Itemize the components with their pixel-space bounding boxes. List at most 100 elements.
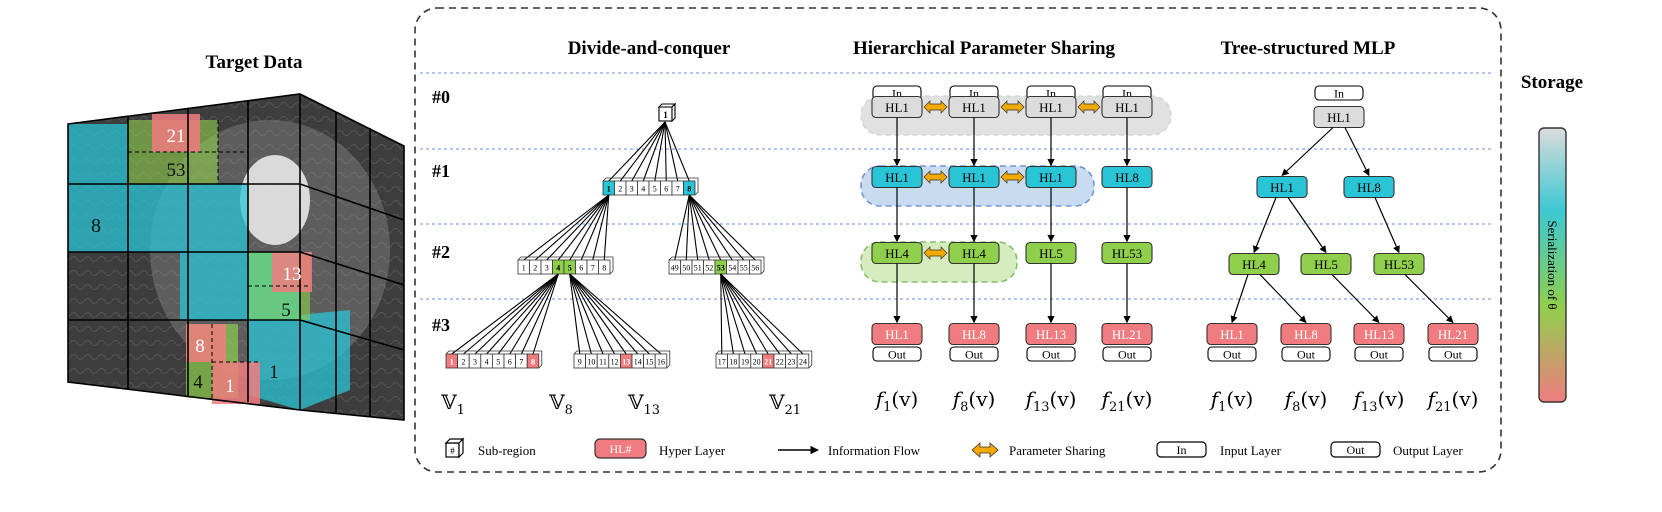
hyper-layer-level3: HL1 [871,322,923,346]
level-label: #3 [432,315,450,335]
cell-label: 1 [607,185,611,194]
tree-edge [1344,127,1370,177]
root-label: 1 [663,110,668,120]
cell-label: 19 [741,358,749,367]
tree-layer-level2: HL53 [1373,252,1425,276]
io-label: Out [1223,348,1242,362]
storage-bar-label: Serialization of θ [1545,220,1560,309]
function-label: f1(v) [1209,387,1254,415]
cell-row-edge [668,256,765,275]
hyper-layer-label: HL1 [1039,100,1063,115]
hyper-layer-box [1373,252,1425,276]
output-layer: Out [1102,346,1152,362]
hyper-layer-level3: HL21 [1101,322,1153,346]
cell-row-edge [517,256,614,275]
cell-label: 1 [450,358,454,367]
tree-edge [1259,274,1307,324]
tree-edge [720,273,723,355]
subregion-cell: 4 [480,353,493,369]
hyper-layer-box [1206,322,1258,346]
cell-label: 24 [799,358,807,367]
cell-label: 4 [641,185,645,194]
hyper-layer-box [1280,322,1332,346]
tree-layer-level2: HL4 [1228,252,1280,276]
sharing-network: InHL1HL1HL4HL1OutInHL1HL1HL4HL8OutInHL1H… [860,85,1172,415]
legend-hyper-label: Hyper Layer [659,443,726,458]
cell-box [796,353,810,369]
hyper-layer-label: HL53 [1112,246,1142,261]
subregion-cell: 6 [503,353,517,369]
cell-label: 6 [579,264,583,273]
subregion-cell: 53 [714,259,727,275]
subregion-cell: 3 [625,180,638,196]
tree-edge [592,194,610,261]
tree-edge [569,273,604,355]
tree-edge [474,273,559,355]
hyper-layer-label: HL4 [885,246,909,261]
tree-edge [720,273,804,355]
parameter-sharing-arrow [1077,100,1101,114]
hyper-layer-level0: HL1 [871,95,923,119]
tree-edge [654,121,666,182]
hyper-layer-level0: HL1 [1101,95,1153,119]
output-layer: Out [872,346,922,362]
hyper-layer-box [871,322,923,346]
legend-subregion-icon: # [450,446,455,456]
tree-edge [688,194,722,261]
subregion-cell: 1 [517,259,530,275]
subregion-cell: 4 [552,259,565,275]
cell-label: 13 [622,358,630,367]
hyper-layer-label: HL1 [885,327,909,342]
hyper-layer-box [1427,322,1479,346]
io-label: In [1046,87,1056,101]
io-label: In [892,87,902,101]
hyper-layer-level1: HL1 [948,165,1000,189]
subregion-cell: 11 [596,353,610,369]
cube-label: 4 [193,372,203,393]
legend-parameter-sharing: Parameter Sharing [971,442,1106,458]
io-label: Out [888,348,907,362]
hyper-layer-box [1256,175,1308,199]
tree-edge [1281,127,1334,176]
hyper-layer-box [1300,252,1352,276]
tree-edge [523,194,610,261]
cell-box [654,353,668,369]
cube-label: 5 [281,300,291,321]
volume-label: 𝕍13 [627,390,660,418]
subregion-cell: 3 [540,259,553,275]
cell-label: 4 [556,264,560,273]
subregion-cell: 7 [586,259,599,275]
tree-edge [569,273,650,355]
cell-label: 20 [753,358,761,367]
subregion-cell: 17 [715,353,729,369]
tree-edge [664,121,690,182]
hyper-layer-level1: HL8 [1101,165,1153,189]
subregion-cell: 22 [773,353,787,369]
subregion-cell: 6 [575,259,588,275]
subregion-cell: 2 [529,259,542,275]
cell-label: 51 [694,264,702,273]
tree-edge [569,273,662,355]
cell-label: 18 [729,358,737,367]
cell-label: 7 [519,358,523,367]
parameter-sharing-arrow [923,170,948,184]
subregion-cell: 6 [660,180,673,196]
tree-edge [720,273,792,355]
subregion-cell: 14 [631,353,645,369]
cube-label: 21 [167,126,186,147]
tree-edge [497,273,559,355]
output-layer: Out [1026,346,1076,362]
tree-edge [631,121,666,182]
io-label: Out [1297,348,1316,362]
tree-layer-level3: HL13 [1353,322,1405,346]
volume-label: 𝕍21 [768,390,801,418]
cell-row-edge [445,350,543,369]
cell-box [598,259,611,275]
subregion-cell: 3 [468,353,482,369]
cell-label: 55 [740,264,748,273]
parameter-sharing-arrow [923,246,948,260]
input-layer: In [1314,85,1364,101]
method-panel [414,7,1502,473]
cell-label: 8 [687,185,691,194]
